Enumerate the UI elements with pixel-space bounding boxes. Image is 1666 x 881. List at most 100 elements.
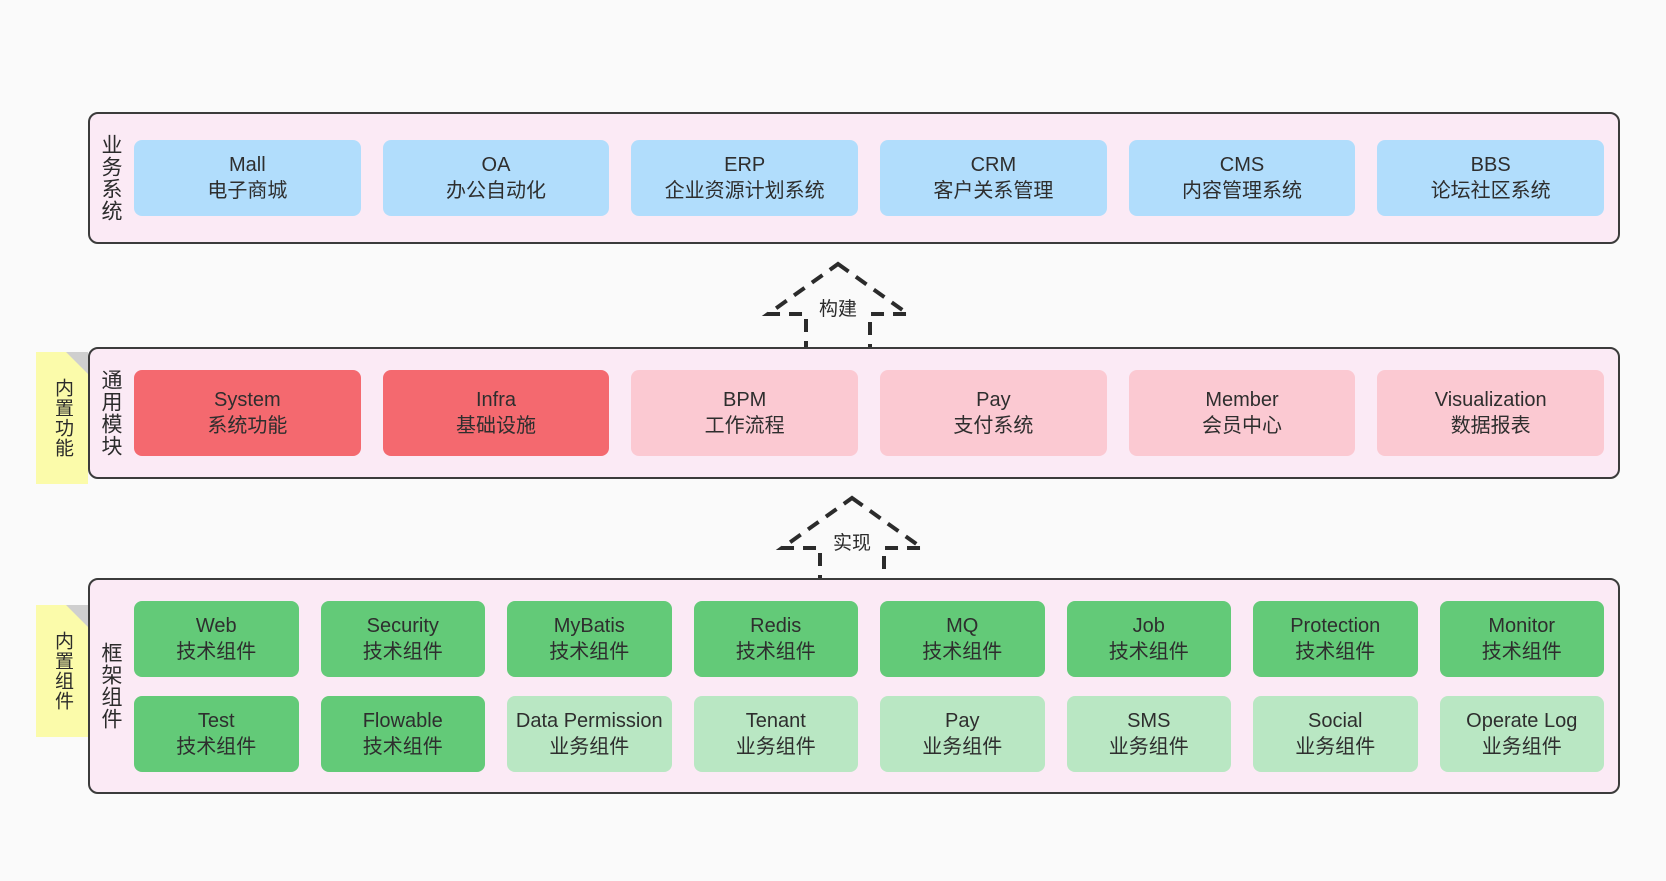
card-subtitle: 技术组件 — [1108, 640, 1189, 663]
card-subtitle: 电子商城 — [207, 180, 288, 202]
arrow-implement-label: 实现 — [832, 533, 871, 554]
card-subtitle: 技术组件 — [549, 640, 630, 663]
card-social[interactable]: Social 业务组件 — [1253, 695, 1418, 772]
card-subtitle: 会员中心 — [1202, 415, 1283, 437]
card-mall[interactable]: Mall 电子商城 — [134, 140, 361, 216]
band-common-modules: 通用模块 System 系统功能 Infra 基础设施 — [88, 347, 1620, 479]
card-operate-log[interactable]: Operate Log 业务组件 — [1439, 695, 1604, 772]
band-business-body: Mall 电子商城 OA 办公自动化 ERP 企业资源计划系统 — [130, 114, 1618, 242]
card-system[interactable]: System 系统功能 — [134, 370, 361, 456]
card-title: Social — [1308, 709, 1363, 732]
band-business-label: 业务系统 — [99, 134, 123, 222]
card-subtitle: 技术组件 — [362, 735, 443, 758]
card-title: Monitor — [1488, 614, 1556, 637]
card-subtitle: 业务组件 — [922, 735, 1003, 758]
card-title: Pay — [945, 709, 980, 732]
card-subtitle: 技术组件 — [1481, 640, 1562, 663]
card-subtitle: 基础设施 — [456, 415, 536, 437]
card-subtitle: 办公自动化 — [446, 180, 546, 202]
card-title: Member — [1205, 389, 1279, 411]
card-job[interactable]: Job 技术组件 — [1066, 600, 1231, 677]
note-builtin-components: 内置组件 — [36, 605, 88, 737]
card-title: Redis — [750, 614, 802, 637]
card-oa[interactable]: OA 办公自动化 — [382, 140, 610, 216]
card-subtitle: 论坛社区系统 — [1430, 180, 1551, 202]
card-subtitle: 技术组件 — [1295, 640, 1376, 663]
card-title: Tenant — [745, 709, 806, 732]
card-title: Job — [1132, 614, 1165, 637]
card-subtitle: 技术组件 — [362, 640, 443, 663]
card-test[interactable]: Test 技术组件 — [134, 695, 299, 772]
card-mybatis[interactable]: MyBatis 技术组件 — [507, 600, 672, 677]
card-title: Visualization — [1434, 389, 1547, 411]
card-subtitle: 技术组件 — [735, 640, 816, 663]
note-builtin-features: 内置功能 — [36, 352, 88, 484]
band-framework-label: 框架组件 — [99, 642, 123, 730]
card-subtitle: 内容管理系统 — [1182, 180, 1303, 202]
card-protection[interactable]: Protection 技术组件 — [1253, 600, 1418, 677]
card-member[interactable]: Member 会员中心 — [1128, 370, 1356, 456]
card-web[interactable]: Web 技术组件 — [134, 600, 299, 677]
card-subtitle: 技术组件 — [922, 640, 1003, 663]
card-subtitle: 数据报表 — [1450, 415, 1531, 437]
card-title: Data Permission — [515, 709, 663, 732]
card-title: BPM — [723, 389, 767, 411]
card-flowable[interactable]: Flowable 技术组件 — [320, 695, 485, 772]
card-subtitle: 客户关系管理 — [933, 180, 1054, 202]
card-subtitle: 业务组件 — [1295, 735, 1376, 758]
framework-card-row-1: Web 技术组件 Security 技术组件 MyBatis 技术组件 — [134, 600, 1604, 677]
arrow-build: 构建 — [758, 258, 918, 354]
arrow-build-icon — [761, 261, 915, 352]
card-bbs[interactable]: BBS 论坛社区系统 — [1377, 140, 1605, 216]
card-crm[interactable]: CRM 客户关系管理 — [880, 140, 1107, 216]
note-builtin-features-label: 内置功能 — [51, 378, 73, 458]
band-common-body: System 系统功能 Infra 基础设施 BPM 工作流程 — [130, 349, 1618, 477]
card-tenant[interactable]: Tenant 业务组件 — [693, 695, 858, 772]
card-monitor[interactable]: Monitor 技术组件 — [1439, 600, 1604, 677]
note-fold-corner — [66, 352, 88, 374]
card-subtitle: 系统功能 — [207, 415, 288, 437]
card-subtitle: 工作流程 — [704, 415, 785, 437]
card-mq[interactable]: MQ 技术组件 — [880, 600, 1045, 677]
card-bpm[interactable]: BPM 工作流程 — [631, 370, 859, 456]
card-title: Web — [195, 614, 237, 637]
card-title: Security — [366, 614, 439, 637]
card-title: Mall — [229, 154, 266, 176]
card-visualization[interactable]: Visualization 数据报表 — [1377, 370, 1605, 456]
arrow-implement: 实现 — [772, 492, 932, 588]
card-title: Pay — [976, 389, 1011, 411]
card-sms[interactable]: SMS 业务组件 — [1066, 695, 1231, 772]
card-subtitle: 技术组件 — [176, 735, 257, 758]
card-title: Infra — [475, 389, 517, 411]
card-title: Protection — [1290, 614, 1381, 637]
card-pay-component[interactable]: Pay 业务组件 — [880, 695, 1045, 772]
card-title: BBS — [1470, 154, 1511, 176]
card-subtitle: 支付系统 — [953, 415, 1034, 437]
card-subtitle: 业务组件 — [1108, 735, 1189, 758]
card-title: SMS — [1127, 709, 1171, 732]
note-fold-corner — [66, 605, 88, 627]
card-subtitle: 业务组件 — [735, 735, 816, 758]
business-card-row: Mall 电子商城 OA 办公自动化 ERP 企业资源计划系统 — [134, 140, 1605, 216]
card-title: MyBatis — [553, 614, 625, 637]
card-pay[interactable]: Pay 支付系统 — [880, 370, 1107, 456]
note-builtin-components-label: 内置组件 — [51, 631, 73, 711]
card-title: System — [213, 389, 281, 411]
card-subtitle: 技术组件 — [176, 640, 257, 663]
common-card-row: System 系统功能 Infra 基础设施 BPM 工作流程 — [134, 370, 1605, 456]
card-infra[interactable]: Infra 基础设施 — [382, 370, 610, 456]
card-subtitle: 业务组件 — [1481, 735, 1562, 758]
card-title: OA — [481, 154, 511, 176]
arrow-implement-icon — [775, 495, 929, 586]
band-common-label: 通用模块 — [99, 369, 123, 457]
band-business-systems: 业务系统 Mall 电子商城 OA 办公自动化 ERP — [88, 112, 1620, 244]
card-erp[interactable]: ERP 企业资源计划系统 — [631, 140, 859, 216]
card-title: MQ — [946, 614, 979, 637]
card-redis[interactable]: Redis 技术组件 — [693, 600, 858, 677]
card-title: CMS — [1219, 154, 1265, 176]
band-framework-components: 框架组件 Web 技术组件 Security 技术组件 — [88, 578, 1620, 794]
card-cms[interactable]: CMS 内容管理系统 — [1128, 140, 1356, 216]
card-security[interactable]: Security 技术组件 — [320, 600, 485, 677]
card-data-permission[interactable]: Data Permission 业务组件 — [507, 695, 672, 772]
